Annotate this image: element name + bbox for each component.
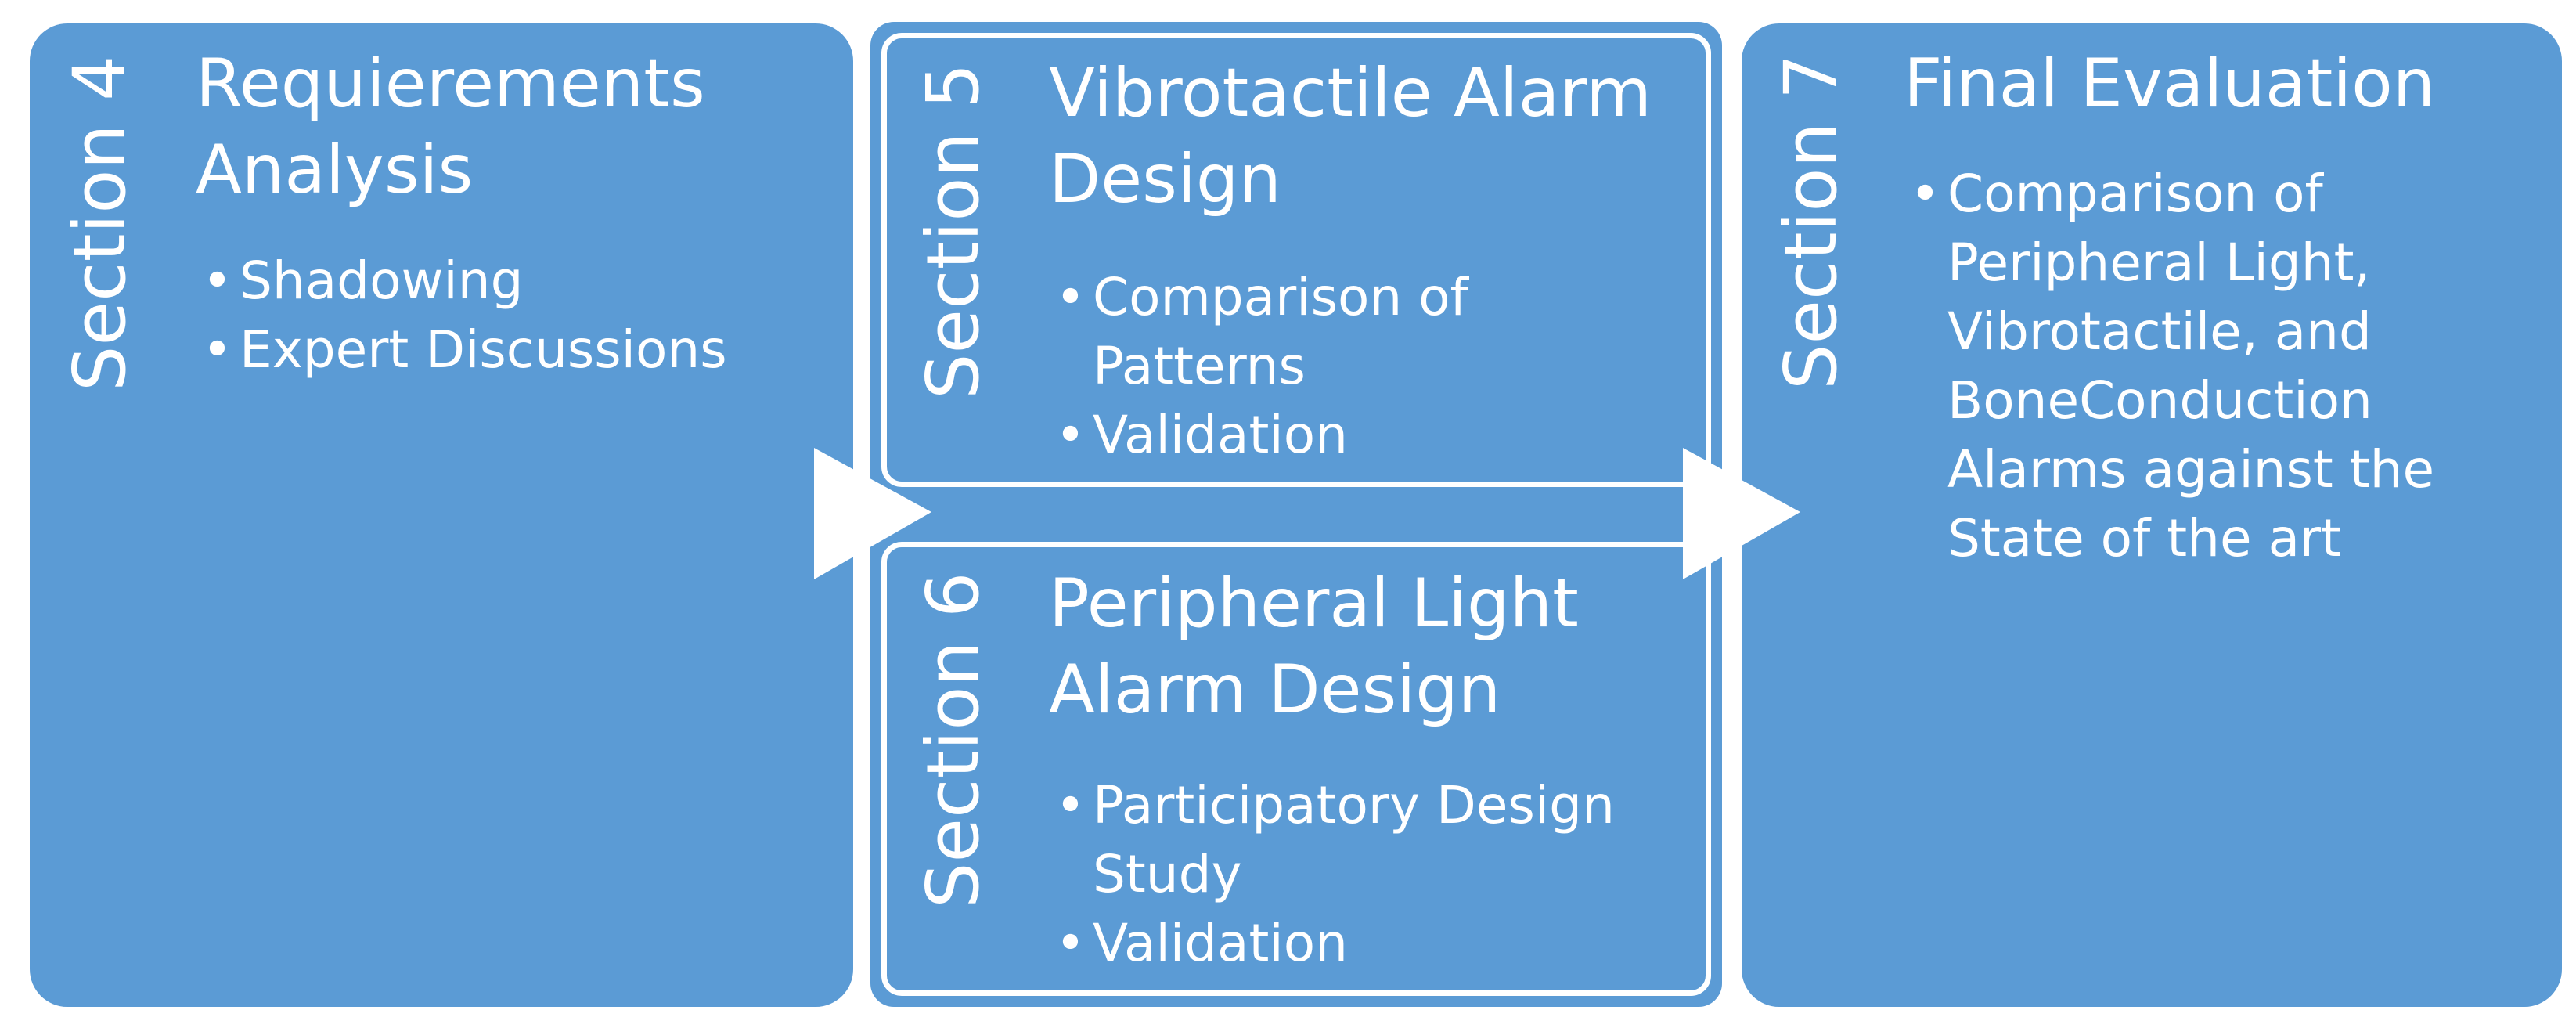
section-5-title-line-2: Design [1049,140,1281,218]
section-4-title-line-2: Analysis [196,131,474,209]
list-item: • Validation [1049,909,1615,978]
section-7-panel [1742,23,2562,1007]
bullet-icon: • [1055,913,1086,973]
list-item: • Shadowing [196,247,727,316]
bullet-icon: • [202,319,232,380]
bullet-text: Shadowing [240,251,524,311]
list-item: • Validation [1049,401,1468,470]
bullet-text: Alarms against the [1947,439,2435,500]
section-6-title-line-2: Alarm Design [1049,651,1501,729]
bullet-icon: • [1910,164,1940,224]
bullet-icon: • [1055,267,1086,327]
section-7-title-line-1: Final Evaluation [1904,45,2436,123]
bullet-text: State of the art [1947,508,2342,568]
bullet-text: BoneConduction [1947,370,2372,431]
arrow-right-icon [814,448,931,579]
middle-group-frame [870,22,1722,1007]
bullet-text: Vibrotactile, and [1947,301,2372,362]
section-4-title: Requierements Analysis [196,41,705,213]
bullet-icon: • [1055,775,1086,835]
bullet-text: Study [1093,844,1242,904]
bullet-text: Validation [1093,913,1348,973]
list-item: • Comparison of Patterns [1049,263,1468,401]
section-7-title: Final Evaluation [1904,41,2435,127]
bullet-text: Participatory Design [1093,775,1615,835]
section-4-title-line-1: Requierements [196,45,705,123]
bullet-icon: • [1055,405,1086,465]
list-item: • Participatory Design Study [1049,771,1615,909]
bullet-text: Expert Discussions [240,319,727,380]
section-6-title: Peripheral Light Alarm Design [1049,561,1579,733]
section-5-title-line-1: Vibrotactile Alarm [1049,54,1652,132]
section-5-box [881,33,1711,487]
arrow-right-icon [1683,448,1800,579]
bullet-text: Comparison of [1947,164,2323,224]
bullet-text: Peripheral Light, [1947,233,2371,293]
bullet-text: Patterns [1093,336,1306,396]
section-5-bullets: • Comparison of Patterns • Validation [1049,263,1468,470]
list-item: • Comparison of Peripheral Light, Vibrot… [1904,160,2434,573]
section-5-title: Vibrotactile Alarm Design [1049,50,1652,222]
section-6-box [881,542,1711,996]
bullet-text: Validation [1093,405,1348,465]
section-4-panel [30,23,853,1007]
bullet-icon: • [202,251,232,311]
section-6-title-line-1: Peripheral Light [1049,564,1579,643]
section-7-bullets: • Comparison of Peripheral Light, Vibrot… [1904,160,2434,573]
bullet-text: Comparison of [1093,267,1468,327]
section-4-bullets: • Shadowing • Expert Discussions [196,247,727,384]
list-item: • Expert Discussions [196,316,727,384]
section-6-bullets: • Participatory Design Study • Validatio… [1049,771,1615,978]
